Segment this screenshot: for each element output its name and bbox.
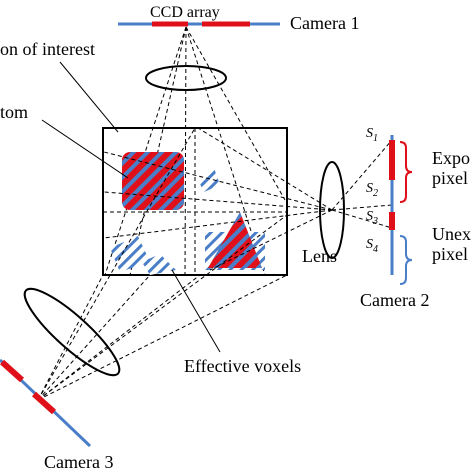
region-of-interest	[102, 127, 288, 276]
s2-label: S2	[366, 181, 378, 199]
unexposed-pixels-label-line1: Unex	[432, 224, 471, 244]
exposed-pixels-label-line2: pixel	[432, 168, 468, 188]
s4-label: S4	[366, 237, 378, 255]
unexposed-pixels-brace	[399, 235, 413, 285]
phantom-square	[122, 152, 184, 210]
camera-1: CCD array Camera 1	[118, 4, 359, 91]
s3-label: S3	[366, 209, 378, 227]
exposed-pixels-label-line1: Expo	[432, 148, 470, 168]
region-of-interest-label: on of interest	[0, 39, 95, 59]
phantom-label: tom	[0, 102, 28, 122]
unexposed-pixels-label-line2: pixel	[432, 244, 468, 264]
camera-3-lens	[23, 287, 121, 377]
camera-3-exposed-segment	[0, 359, 25, 383]
camera-3-rays	[37, 127, 288, 401]
camera-3-label: Camera 3	[44, 452, 113, 472]
camera-1-label: Camera 1	[290, 13, 359, 33]
exposed-pixels-brace	[399, 141, 413, 203]
effective-voxels-leader	[171, 269, 221, 353]
leaders: on of interest tom Effective voxels	[0, 39, 301, 376]
effective-voxel	[142, 254, 176, 275]
phantom-triangle	[208, 212, 262, 268]
camera-3: Camera 3	[0, 287, 121, 472]
phantom-leader	[41, 119, 129, 179]
camera-2-lens	[319, 161, 345, 259]
camera-2-rays	[103, 127, 393, 271]
camera-1-rays	[104, 26, 286, 276]
camera-2-label: Camera 2	[360, 290, 429, 310]
ccd-array-label: CCD array	[150, 4, 220, 21]
camera-3-exposed-segment	[31, 391, 57, 415]
effective-voxel	[110, 236, 150, 272]
effective-voxels-label: Effective voxels	[184, 356, 301, 376]
effective-voxel	[198, 168, 220, 192]
camera-2: Lens S1 S2 S3 S4 Expo pixel Unex pixel C…	[302, 126, 471, 310]
lens-label: Lens	[302, 246, 337, 266]
s1-label: S1	[366, 126, 378, 144]
region-of-interest-leader	[59, 61, 119, 133]
